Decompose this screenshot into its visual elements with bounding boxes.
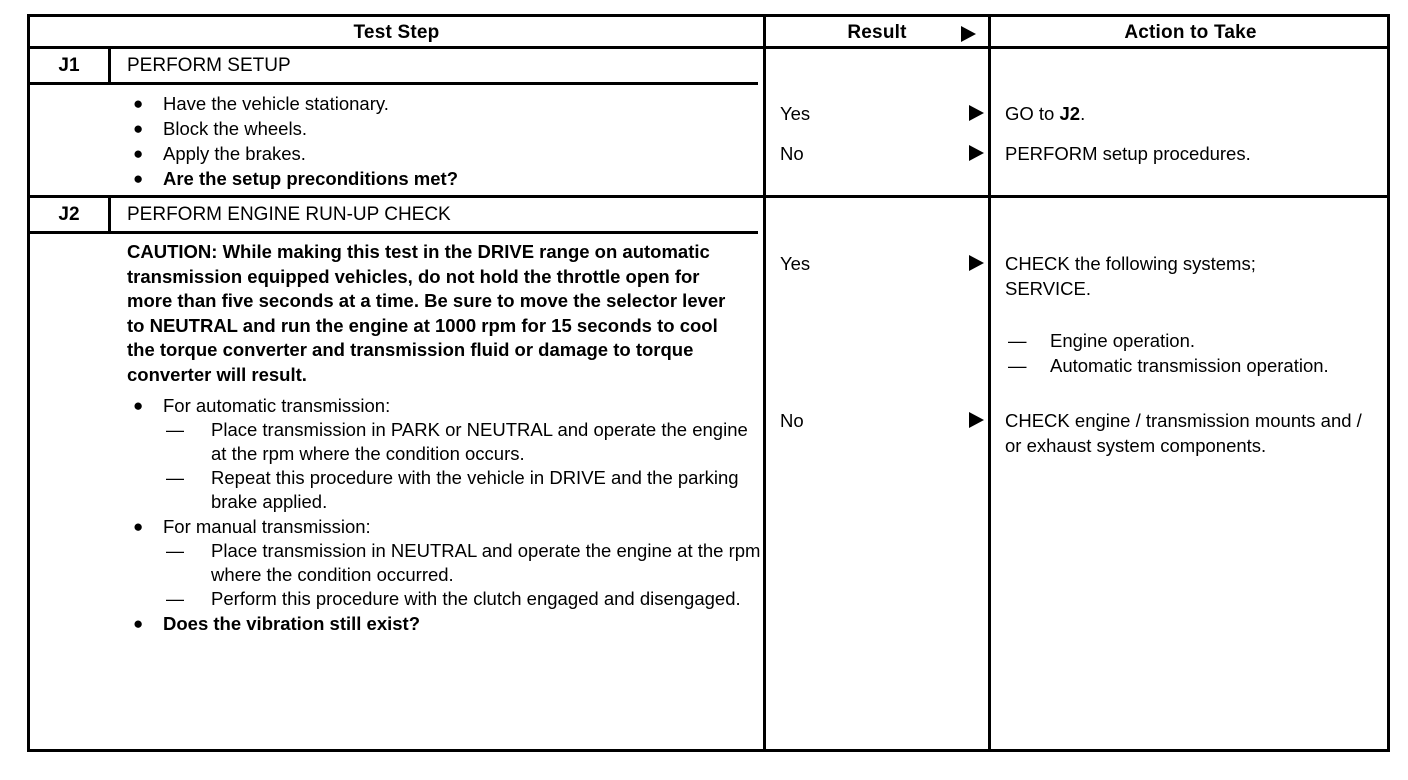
action-cell-j2: CHECK the following systems; SERVICE. — …	[991, 198, 1390, 752]
list-item-sub: — Automatic transmission operation.	[1005, 353, 1380, 378]
step-bullet-list-j2: ● For automatic transmission: — Place tr…	[30, 393, 763, 636]
result-label: No	[780, 410, 804, 431]
bullet-icon: ●	[133, 517, 144, 536]
list-item-text: Are the setup preconditions met?	[163, 168, 459, 189]
header-test-step: Test Step	[353, 22, 440, 43]
result-label: No	[780, 143, 804, 164]
list-item: ● Block the wheels.	[30, 116, 763, 141]
bullet-icon: ●	[133, 119, 144, 138]
right-triangle-icon	[969, 105, 984, 121]
list-item-text: Place transmission in PARK or NEUTRAL an…	[211, 419, 748, 464]
list-item-sub: — Perform this procedure with the clutch…	[30, 587, 763, 611]
table-header-row: Test Step Result Action to Take	[30, 17, 1387, 49]
right-triangle-icon	[961, 26, 976, 42]
dash-icon: —	[166, 420, 184, 440]
list-item-text: For manual transmission:	[163, 516, 371, 537]
step-id-j1: J1	[30, 49, 111, 82]
step-body-j2: CAUTION: While making this test in the D…	[30, 234, 763, 636]
list-item: ● For manual transmission:	[30, 514, 763, 539]
action-dash-list: — Engine operation. — Automatic transmis…	[1005, 328, 1380, 378]
list-item-text: Engine operation.	[1050, 330, 1196, 351]
test-step-cell-j2: J2 PERFORM ENGINE RUN-UP CHECK CAUTION: …	[30, 198, 763, 752]
action-yes-j1: GO to J2.	[1005, 101, 1380, 126]
bullet-icon: ●	[133, 614, 144, 633]
column-divider-result	[763, 17, 766, 749]
action-text-tail: .	[1080, 103, 1086, 124]
list-item-text: Block the wheels.	[163, 118, 307, 139]
list-item-text: Apply the brakes.	[163, 143, 306, 164]
test-step-cell-j1: J1 PERFORM SETUP ● Have the vehicle stat…	[30, 49, 763, 195]
step-header-j1: J1 PERFORM SETUP	[30, 49, 758, 85]
header-result: Result	[766, 17, 988, 49]
result-yes-j1: Yes	[780, 101, 988, 127]
list-item-text: For automatic transmission:	[163, 395, 391, 416]
list-item-text: Repeat this procedure with the vehicle i…	[211, 467, 739, 512]
result-label: Yes	[780, 103, 811, 124]
action-text: GO to	[1005, 103, 1060, 124]
step-title-j1: PERFORM SETUP	[127, 55, 291, 76]
right-triangle-icon	[969, 255, 984, 271]
action-step-ref: J2	[1059, 103, 1081, 124]
dash-icon: —	[166, 541, 184, 561]
list-item-text: Have the vehicle stationary.	[163, 93, 389, 114]
list-item-sub: — Engine operation.	[1005, 328, 1380, 353]
step-title-j2: PERFORM ENGINE RUN-UP CHECK	[127, 204, 451, 225]
list-item-sub: — Repeat this procedure with the vehicle…	[30, 466, 763, 514]
diagnostic-table: Test Step Result Action to Take J1 PERFO…	[27, 14, 1390, 752]
bullet-icon: ●	[133, 94, 144, 113]
step-separator	[30, 195, 1387, 198]
result-cell-j2: Yes No	[766, 198, 988, 752]
list-item-sub: — Place transmission in NEUTRAL and oper…	[30, 539, 763, 587]
right-triangle-icon	[969, 412, 984, 428]
list-item-text: Perform this procedure with the clutch e…	[211, 588, 741, 609]
action-cell-j1: GO to J2. PERFORM setup procedures.	[991, 49, 1390, 195]
list-item: ● Have the vehicle stationary.	[30, 91, 763, 116]
action-yes-j2: CHECK the following systems; SERVICE.	[1005, 251, 1380, 301]
bullet-icon: ●	[133, 396, 144, 415]
list-item-text: Does the vibration still exist?	[163, 613, 421, 634]
action-no-j1: PERFORM setup procedures.	[1005, 141, 1380, 166]
list-item-text: Automatic transmission operation.	[1050, 355, 1329, 376]
bullet-icon: ●	[133, 144, 144, 163]
result-no-j1: No	[780, 141, 988, 167]
caution-note: CAUTION: While making this test in the D…	[127, 241, 726, 385]
dash-icon: —	[1008, 355, 1027, 376]
step-row-j1: J1 PERFORM SETUP ● Have the vehicle stat…	[30, 49, 1387, 195]
action-no-j2: CHECK engine / transmission mounts and /…	[1005, 408, 1380, 458]
list-item: ● For automatic transmission:	[30, 393, 763, 418]
list-item-question: ● Are the setup preconditions met?	[30, 166, 763, 191]
action-text-line2: SERVICE.	[1005, 278, 1092, 299]
action-text: PERFORM setup procedures.	[1005, 143, 1251, 164]
list-item-text: Place transmission in NEUTRAL and operat…	[211, 540, 761, 585]
header-action-to-take: Action to Take	[1124, 22, 1257, 43]
result-no-j2: No	[780, 408, 988, 434]
list-item-question: ● Does the vibration still exist?	[30, 611, 763, 636]
dash-icon: —	[166, 589, 184, 609]
action-yes-dashes-j2: — Engine operation. — Automatic transmis…	[1005, 328, 1380, 378]
result-yes-j2: Yes	[780, 251, 988, 277]
step-row-j2: J2 PERFORM ENGINE RUN-UP CHECK CAUTION: …	[30, 198, 1387, 752]
column-divider-action	[988, 17, 991, 749]
result-label: Yes	[780, 253, 811, 274]
step-id-j2: J2	[30, 198, 111, 231]
list-item: ● Apply the brakes.	[30, 141, 763, 166]
action-text-line1: CHECK the following systems;	[1005, 253, 1256, 274]
dash-icon: —	[1008, 330, 1027, 351]
right-triangle-icon	[969, 145, 984, 161]
dash-icon: —	[166, 468, 184, 488]
result-cell-j1: Yes No	[766, 49, 988, 195]
list-item-sub: — Place transmission in PARK or NEUTRAL …	[30, 418, 763, 466]
action-text: CHECK engine / transmission mounts and /…	[1005, 410, 1362, 456]
header-result-label: Result	[847, 22, 907, 43]
step-bullet-list-j1: ● Have the vehicle stationary. ● Block t…	[30, 91, 763, 191]
step-body-j1: ● Have the vehicle stationary. ● Block t…	[30, 85, 763, 191]
bullet-icon: ●	[133, 169, 144, 188]
step-header-j2: J2 PERFORM ENGINE RUN-UP CHECK	[30, 198, 758, 234]
